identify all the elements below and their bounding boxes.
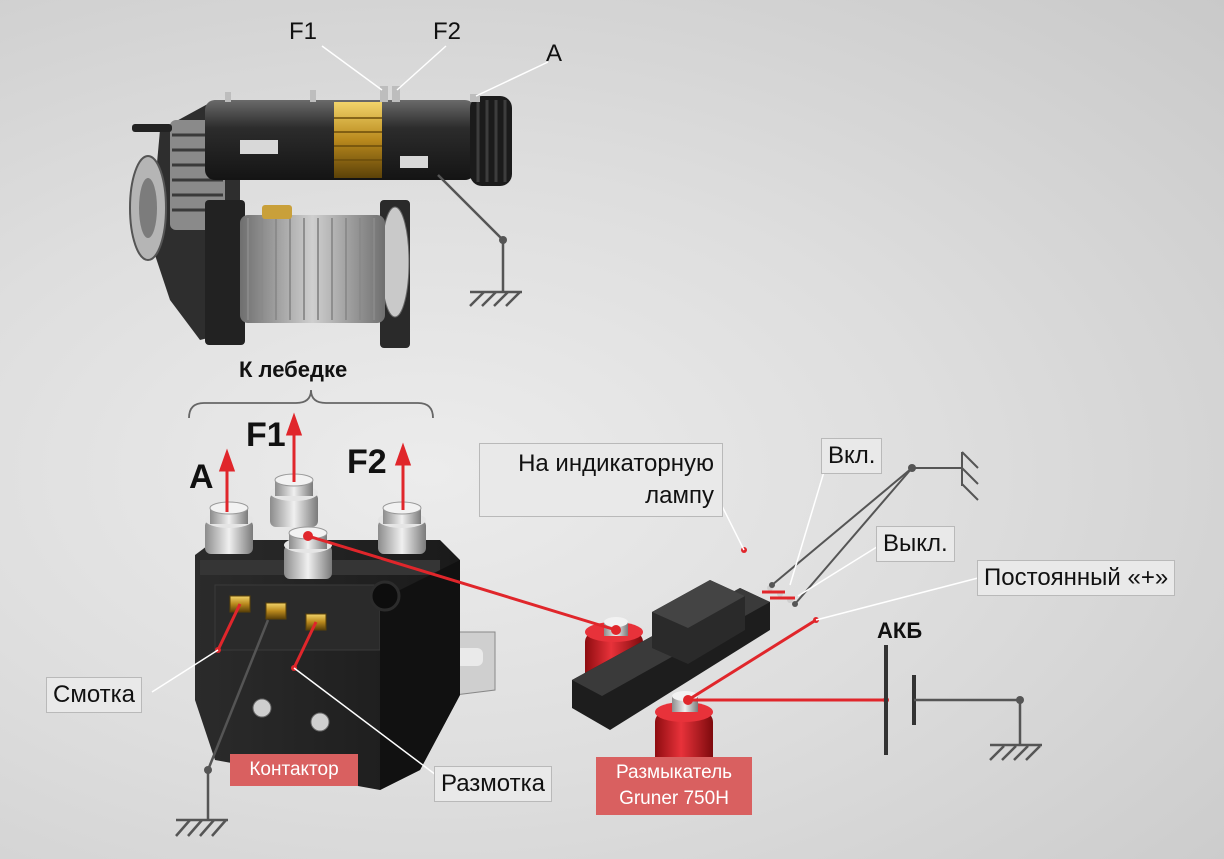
- red-wires: [216, 534, 886, 702]
- terminal-arrows: [218, 412, 412, 512]
- winch-ground-wire: [437, 174, 522, 307]
- label-disconnector: Размыкатель Gruner 750H: [596, 757, 752, 815]
- contactor-stud-a: [205, 501, 253, 554]
- contactor-illustration: [195, 473, 496, 790]
- winch-drum-plate-left: [205, 200, 245, 345]
- label-indicator-lamp-line2: лампу: [645, 482, 714, 509]
- contactor-small-terminal-2: [265, 602, 287, 620]
- label-disconnector-line2: Gruner 750H: [619, 788, 729, 809]
- contactor-ground-wire: [175, 619, 270, 837]
- label-a-terminal: A: [189, 458, 214, 496]
- winch-terminal-f1: [380, 86, 388, 102]
- label-indicator-lamp: На индикаторную лампу: [479, 443, 723, 517]
- label-f1-terminal: F1: [246, 416, 286, 454]
- label-contactor: Контактор: [230, 754, 358, 786]
- label-constant-plus: Постоянный «+»: [977, 560, 1176, 596]
- disconnector-illustration: [572, 580, 793, 774]
- label-battery: АКБ: [877, 618, 923, 643]
- winch-brace: [188, 389, 434, 419]
- label-rewind-in: Смотка: [46, 677, 143, 713]
- label-f2-terminal: F2: [347, 443, 387, 481]
- contactor-stud-f1: [270, 473, 318, 527]
- label-rewind-out: Размотка: [434, 766, 552, 802]
- winch-illustration: [129, 86, 512, 348]
- label-off: Выкл.: [876, 526, 955, 562]
- label-f2-winch: F2: [433, 18, 462, 45]
- winch-terminal-a: [470, 94, 480, 102]
- winch-motor-endcap: [470, 96, 512, 186]
- winch-label-leaders: [321, 45, 549, 97]
- label-indicator-lamp-line1: На индикаторную: [518, 450, 714, 477]
- label-f1-winch: F1: [289, 18, 318, 45]
- winch-terminal-f2: [392, 86, 400, 102]
- label-a-winch: A: [546, 40, 563, 67]
- label-to-winch: К лебедке: [239, 357, 348, 382]
- label-disconnector-line1: Размыкатель: [615, 762, 733, 783]
- winch-copper-band: [334, 102, 382, 178]
- callout-leaders: [151, 464, 979, 779]
- label-on: Вкл.: [821, 438, 883, 474]
